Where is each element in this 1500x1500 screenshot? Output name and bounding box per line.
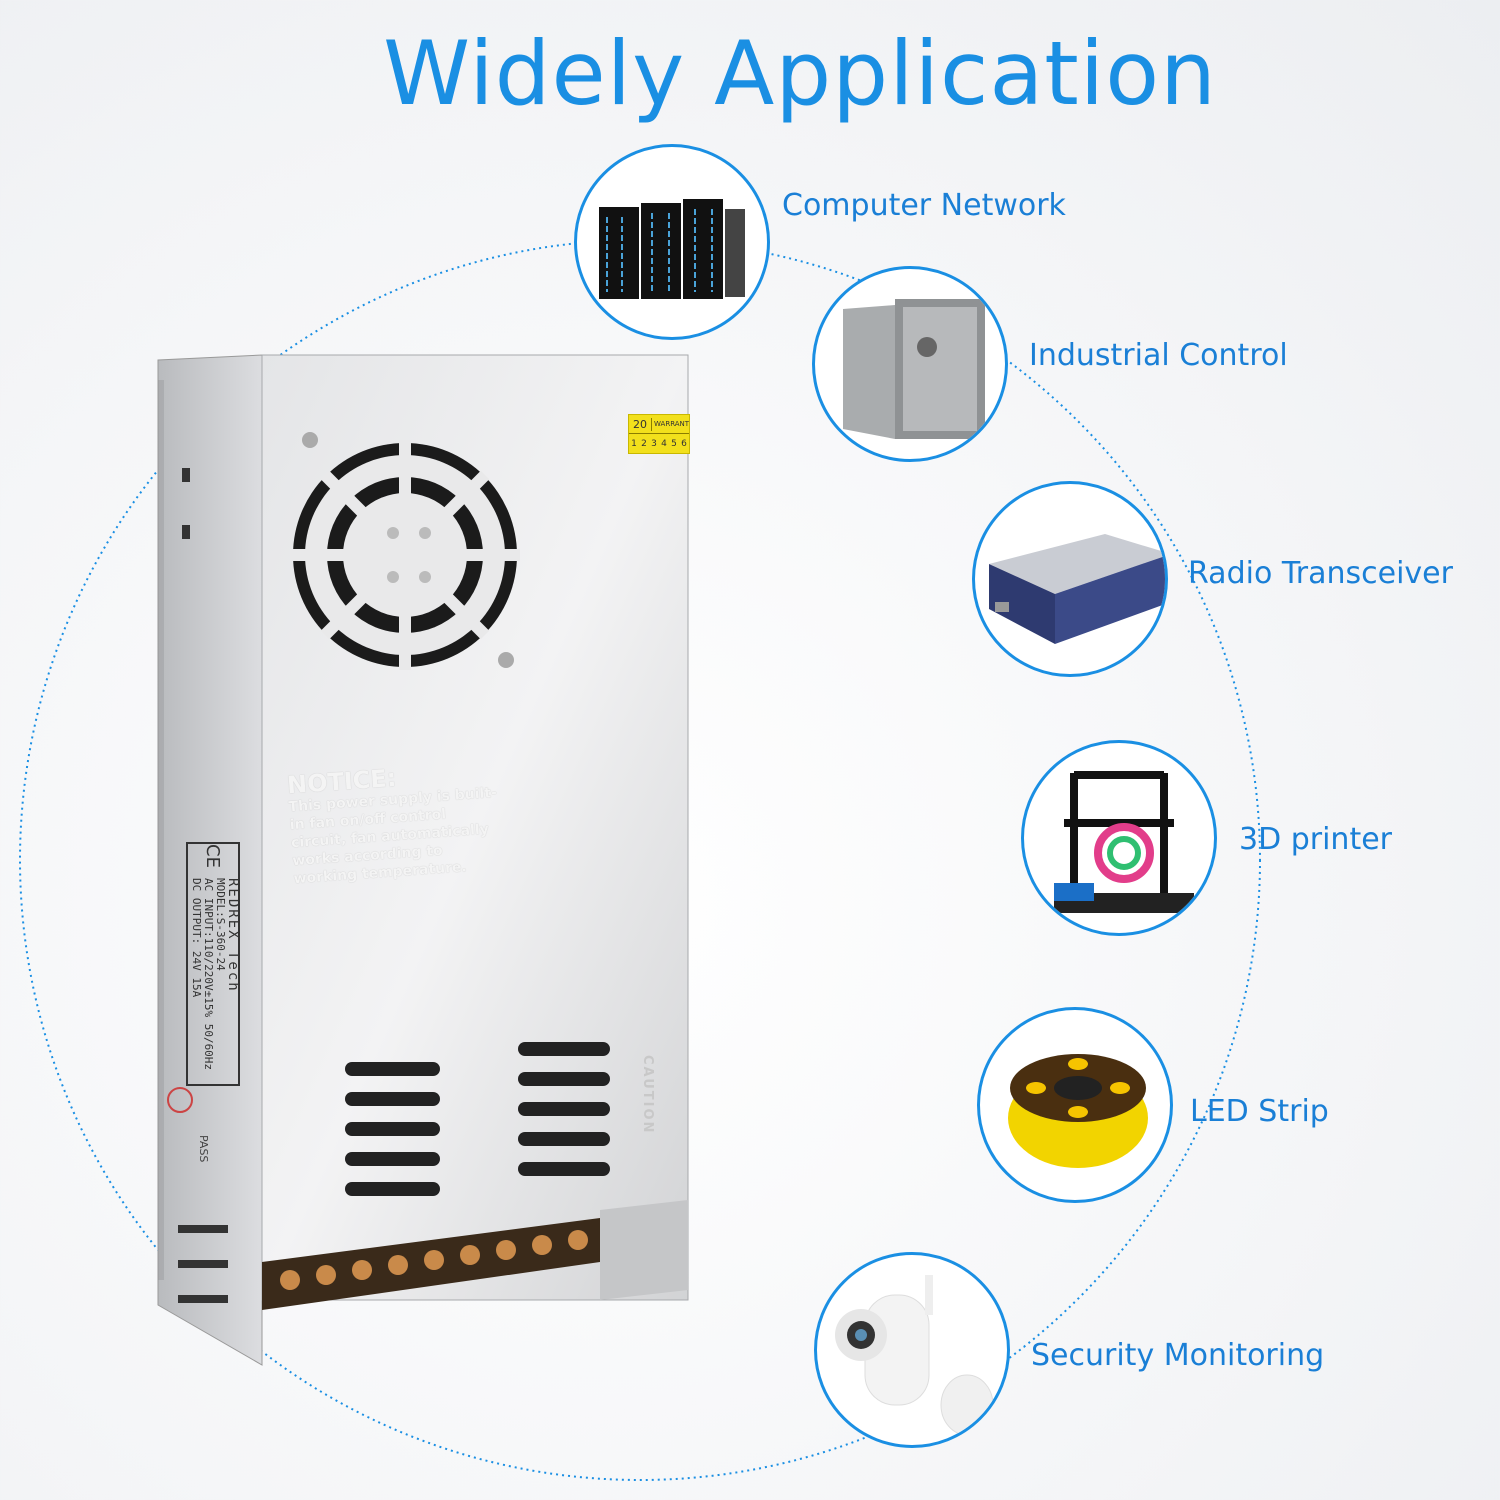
ac-input: AC INPUT:110/220V±15% 50/60Hz (202, 878, 215, 1071)
fan-grille (290, 440, 520, 670)
notice-body: This power supply is built-in fan on/off… (288, 784, 498, 888)
control-cabinet-icon (812, 266, 1008, 462)
ce-mark: CE (201, 844, 223, 868)
radio-transceiver-icon (972, 481, 1168, 677)
led-strip-reel-icon (977, 1007, 1173, 1203)
security-camera-icon (814, 1252, 1010, 1448)
server-rack-icon (574, 144, 770, 340)
nameplate-text: REDREX Tech MODEL:S-360-24 AC INPUT:110/… (190, 878, 241, 1078)
warranty-label: WARRANTY (654, 420, 689, 428)
app-label-industrial-control: Industrial Control (1029, 338, 1288, 373)
warranty-month: 6 (681, 439, 687, 449)
nameplate (186, 842, 240, 1086)
vent-slots (345, 1042, 610, 1196)
power-supply-image (157, 354, 689, 1366)
warranty-sticker: 20WARRANTY 1 2 3 4 5 6 (628, 414, 690, 454)
warranty-year: 20 (629, 417, 652, 431)
app-label-computer-network: Computer Network (782, 188, 1066, 223)
warranty-month: 5 (671, 439, 677, 449)
dc-output: DC OUTPUT: 24V 15A (190, 878, 203, 998)
app-label-led-strip: LED Strip (1190, 1094, 1329, 1129)
app-label-radio-transceiver: Radio Transceiver (1188, 556, 1453, 591)
warranty-month: 3 (651, 439, 657, 449)
page-title: Widely Application (383, 22, 1217, 125)
warranty-month: 1 (631, 439, 637, 449)
qc-pass-stamp: PASS (197, 1135, 210, 1163)
warranty-month: 4 (661, 439, 667, 449)
3d-printer-icon (1021, 740, 1217, 936)
app-label-3d-printer: 3D printer (1239, 822, 1393, 857)
warranty-month: 2 (641, 439, 647, 449)
brand: REDREX Tech (225, 878, 241, 993)
caution-text: CAUTION (640, 1055, 655, 1135)
app-label-security-monitoring: Security Monitoring (1031, 1338, 1325, 1373)
terminal-screws (280, 1230, 588, 1290)
notice-text: NOTICE: This power supply is built-in fa… (286, 758, 504, 888)
